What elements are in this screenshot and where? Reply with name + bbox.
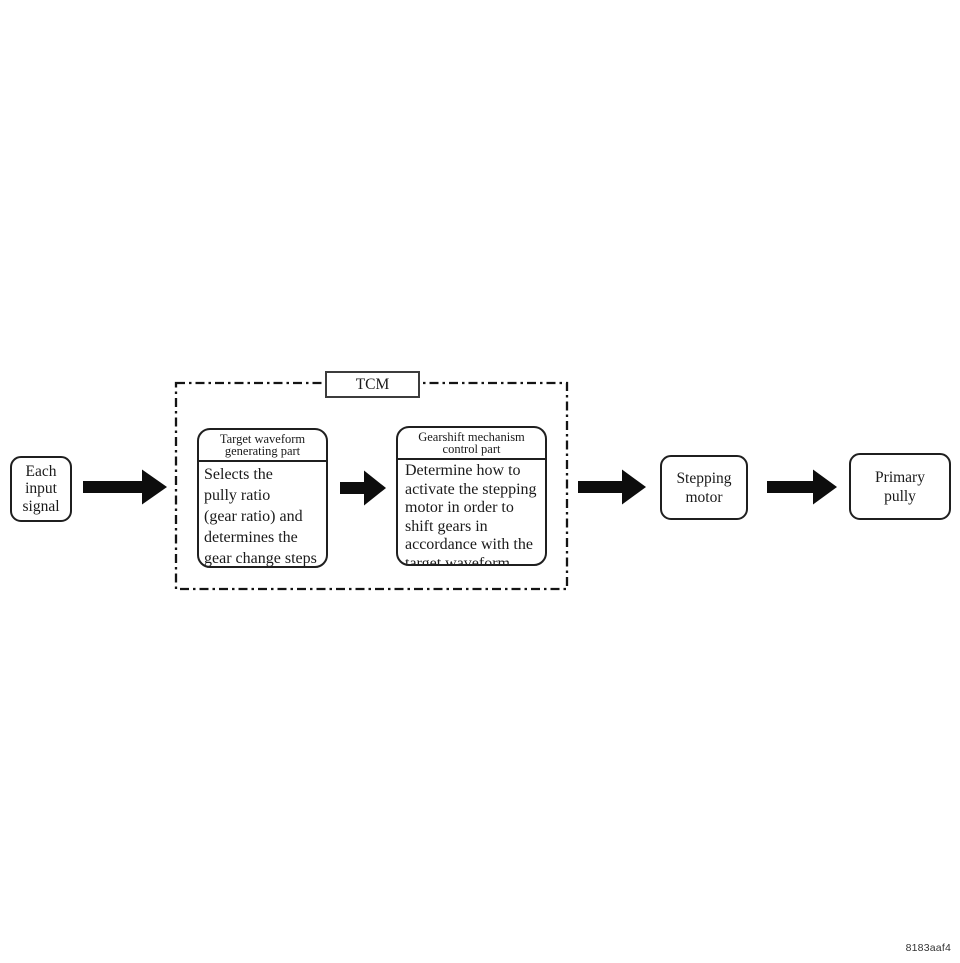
gearshift-mechanism-header: Gearshift mechanism control part <box>398 428 545 460</box>
tcm-label-box: TCM <box>325 371 420 398</box>
arrow-right-icon <box>340 470 386 506</box>
node-each-input-signal: Each input signal <box>10 456 72 522</box>
arrow-right-icon <box>83 469 167 505</box>
node-stepping-motor: Stepping motor <box>660 455 748 520</box>
gearshift-mechanism-body: Determine how to activate the stepping m… <box>405 462 537 566</box>
figure-code: 8183aaf4 <box>905 942 951 954</box>
target-waveform-body: Selects the pully ratio (gear ratio) and… <box>204 466 317 567</box>
arrow-right-icon <box>578 469 646 505</box>
node-gearshift-mechanism-control-part: Gearshift mechanism control part Determi… <box>396 426 547 566</box>
each-input-signal-label: Each input signal <box>22 462 60 515</box>
tcm-label: TCM <box>355 375 390 393</box>
node-target-waveform-generating-part: Target waveform generating part Selects … <box>197 428 328 568</box>
primary-pully-label: Primary pully <box>875 468 925 505</box>
arrow-right-icon <box>767 469 837 505</box>
node-primary-pully: Primary pully <box>849 453 951 520</box>
target-waveform-header: Target waveform generating part <box>199 430 326 462</box>
stepping-motor-label: Stepping motor <box>676 469 732 506</box>
